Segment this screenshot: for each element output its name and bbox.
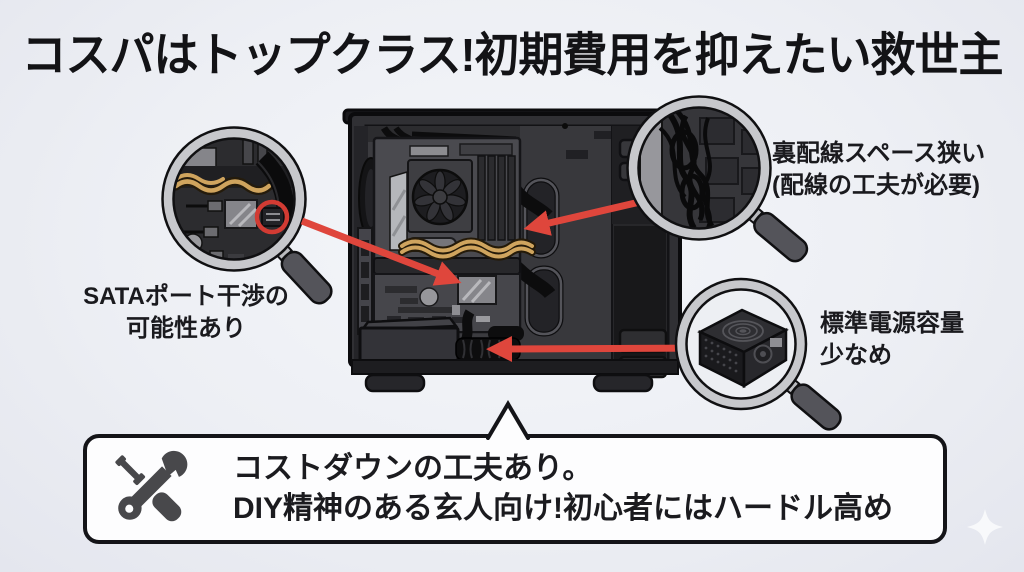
pc-case [342, 108, 688, 393]
arrow-sata [300, 217, 462, 286]
annotation-back-wiring-line1: 裏配線スペース狭い [772, 140, 986, 167]
gpu-power-cables [398, 237, 536, 261]
magnifier-sata [161, 126, 333, 305]
magnifier-back-wiring [626, 95, 809, 263]
psu-unit [697, 308, 789, 389]
annotation-back-wiring: 裏配線スペース狭い (配線の工夫が必要) [772, 138, 1022, 202]
annotation-sata: SATAポート干渉の 可能性あり [40, 281, 332, 345]
annotation-psu: 標準電源容量 少なめ [820, 308, 1020, 372]
annotation-back-wiring-line2: (配線の工夫が必要) [772, 172, 980, 199]
callout-pointer [486, 400, 530, 440]
callout-line1: コストダウンの工夫あり。 [233, 452, 593, 485]
annotation-psu-line2: 少なめ [820, 342, 892, 369]
highlight-circle [254, 199, 290, 235]
crossed-tools-icon [115, 450, 188, 522]
callout-line2: DIY精神のある玄人向け!初心者にはハードル高め [233, 492, 893, 525]
annotation-sata-line1: SATAポート干渉の [83, 283, 289, 310]
sparkle-icon [967, 509, 1003, 545]
annotation-sata-line2: 可能性あり [126, 315, 246, 342]
callout-text: コストダウンの工夫あり。 DIY精神のある玄人向け!初心者にはハードル高め [233, 449, 893, 529]
magnifier-psu [674, 277, 842, 431]
page-title: コスパはトップクラス!初期費用を抑えたい救世主 [21, 28, 1003, 82]
annotation-psu-line1: 標準電源容量 [820, 310, 964, 337]
callout-bubble: コストダウンの工夫あり。 DIY精神のある玄人向け!初心者にはハードル高め [83, 434, 947, 544]
